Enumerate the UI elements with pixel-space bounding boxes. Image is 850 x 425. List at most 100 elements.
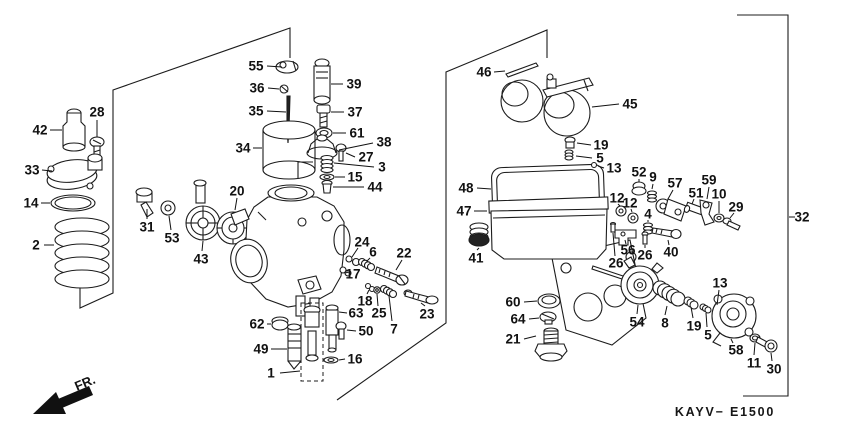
leader-51 (691, 198, 695, 205)
part-shape (767, 342, 775, 350)
callout-58: 58 (728, 343, 744, 358)
leader-60 (523, 300, 538, 303)
part-shape (333, 224, 351, 256)
callout-56: 56 (620, 243, 636, 258)
part-shape (364, 282, 372, 290)
part-shape (505, 62, 539, 78)
leader-18 (366, 289, 370, 295)
part-shape (468, 233, 490, 247)
part-shape (327, 357, 335, 363)
part-shape (319, 115, 328, 119)
part-shape (543, 89, 591, 137)
callout-35: 35 (248, 104, 264, 119)
leader-58 (730, 338, 734, 344)
part-shape (646, 197, 658, 203)
leader-5 (575, 155, 593, 159)
fr-label: FR. (72, 372, 97, 394)
callout-10: 10 (711, 187, 726, 202)
part-shape (546, 78, 557, 89)
leader-48 (476, 187, 492, 190)
part-shape (655, 228, 658, 234)
leader-53 (168, 215, 172, 231)
callout-30: 30 (766, 362, 781, 377)
part-shape (320, 166, 334, 174)
callout-19: 19 (593, 138, 608, 153)
callout-13: 13 (712, 276, 728, 291)
part-shape (319, 120, 328, 124)
part-shape (135, 187, 153, 197)
part-shape (304, 311, 320, 328)
right-group-frame-left (336, 29, 548, 401)
part-shape (726, 307, 740, 321)
part-shape (280, 85, 289, 93)
part-shape (631, 186, 647, 196)
leader-54 (636, 304, 639, 315)
part-shape (374, 266, 400, 283)
part-shape (590, 161, 598, 169)
part-shape (328, 334, 337, 350)
part-shape (543, 341, 559, 344)
callout-63: 63 (348, 306, 364, 321)
callout-5: 5 (596, 151, 604, 166)
leader-20 (234, 197, 238, 211)
callout-45: 45 (622, 97, 638, 112)
part-shape (618, 208, 624, 214)
part-shape (338, 150, 344, 162)
part-shape (366, 262, 376, 272)
part-shape (745, 296, 755, 306)
part-shape (573, 292, 603, 322)
part-shape (313, 95, 331, 105)
callout-31: 31 (139, 220, 155, 235)
leader-59 (706, 186, 710, 200)
part-shape (300, 302, 324, 382)
leader-23 (420, 302, 426, 307)
diagram-code: KAYV− E1500 (674, 405, 776, 419)
part-shape (404, 290, 430, 304)
part-shape (287, 360, 302, 370)
leader-29 (729, 212, 735, 219)
part-shape (86, 182, 94, 190)
part-shape (412, 293, 415, 299)
leader-13 (597, 165, 605, 169)
part-shape (287, 326, 302, 362)
part-shape (388, 272, 391, 278)
callout-37: 37 (347, 105, 362, 120)
part-shape (305, 354, 319, 362)
callout-29: 29 (728, 200, 743, 215)
leader-7 (388, 295, 393, 322)
leader-17 (344, 271, 350, 274)
part-shape (339, 266, 347, 274)
part-shape (651, 227, 674, 238)
leader-33 (41, 169, 53, 172)
part-shape (583, 79, 589, 92)
part-shape (375, 288, 379, 292)
callout-27: 27 (358, 150, 373, 165)
part-shape (670, 291, 686, 307)
callout-44: 44 (367, 180, 383, 195)
callout-54: 54 (629, 315, 645, 330)
part-shape (610, 223, 616, 233)
part-shape (546, 73, 554, 81)
part-shape (704, 306, 712, 314)
leader-11 (753, 342, 756, 356)
leader-19 (576, 142, 592, 146)
leader-63 (338, 311, 348, 314)
callout-55: 55 (248, 59, 264, 74)
part-shape (642, 234, 648, 245)
callout-59: 59 (701, 173, 716, 188)
callout-7: 7 (390, 322, 398, 337)
part-shape (297, 217, 307, 227)
part-shape (345, 255, 353, 263)
part-shape (614, 229, 637, 246)
leader-55 (266, 65, 283, 68)
leader-40 (667, 239, 670, 246)
part-shape (670, 228, 682, 240)
part-shape (292, 60, 297, 72)
callout-40: 40 (663, 245, 678, 260)
part-shape (193, 179, 207, 187)
callout-43: 43 (193, 252, 209, 267)
callout-3: 3 (378, 160, 386, 175)
callout-53: 53 (164, 231, 180, 246)
